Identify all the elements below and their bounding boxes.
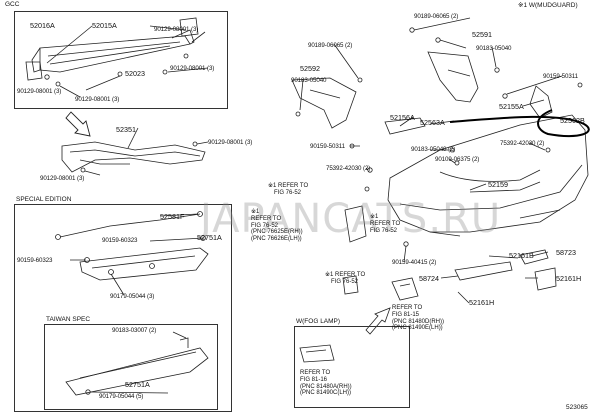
part-52016A[interactable]: 52016A (30, 21, 55, 30)
fastener-f17[interactable]: 90159-50311 (310, 143, 345, 150)
fastener-f5[interactable]: 90129-08001 (3) (208, 139, 253, 146)
part-52591[interactable]: 52591 (472, 30, 492, 39)
part-52156A[interactable]: 52156A (390, 113, 415, 122)
fastener-f18[interactable]: 90183-05040 (2) (411, 146, 456, 153)
footnote-mark: ※1 W(MUDGUARD) (518, 2, 578, 9)
fastener-f10[interactable]: 90183-03007 (2) (112, 327, 157, 334)
section-taiwan-spec-label: TAIWAN SPEC (46, 316, 91, 323)
fastener-f16[interactable]: 90159-50311 (543, 73, 578, 80)
section-special-edition-label: SPECIAL EDITION (16, 196, 72, 203)
part-52161H[interactable]: 52161H (556, 274, 582, 283)
part-52751A-taiwan[interactable]: 52751A (125, 380, 150, 389)
part-52161B[interactable]: 52161B (509, 251, 534, 260)
special-edition-box (14, 204, 232, 412)
fastener-f21[interactable]: 75392-42030 (2) (326, 165, 371, 172)
part-52161H-lower[interactable]: 52161H (469, 298, 495, 307)
part-52562B[interactable]: 52562B (560, 116, 585, 125)
gcc-box (14, 11, 228, 109)
part-58723[interactable]: 58723 (556, 248, 576, 257)
fastener-f9[interactable]: 90179-05044 (3) (110, 293, 155, 300)
part-52159[interactable]: 52159 (488, 180, 508, 189)
marker-highlight (449, 109, 590, 138)
fastener-f1[interactable]: 90129-08001 (3) (154, 26, 199, 33)
fastener-f8[interactable]: 90159-60323 (17, 257, 53, 264)
fastener-f2[interactable]: 90129-08001 (3) (170, 65, 215, 72)
fastener-f20[interactable]: 90109-06375 (2) (435, 156, 480, 163)
fastener-f3[interactable]: 90129-08001 (3) (17, 88, 62, 95)
fastener-f19[interactable]: 75392-42030 (2) (500, 140, 545, 147)
taiwan-spec-box (44, 324, 218, 410)
fastener-f22[interactable]: 90159-40415 (2) (392, 259, 437, 266)
fastener-f12[interactable]: 90189-06065 (2) (414, 13, 459, 20)
part-52023[interactable]: 52023 (125, 69, 145, 78)
fastener-f4[interactable]: 90129-08001 (3) (75, 96, 120, 103)
part-52015A[interactable]: 52015A (92, 21, 117, 30)
fastener-f14[interactable]: 90189-06065 (2) (308, 42, 353, 49)
fastener-f7[interactable]: 90159-60323 (102, 237, 138, 244)
part-52751A-special[interactable]: 52751A (197, 233, 222, 242)
fastener-f13[interactable]: 90183-05040 (476, 45, 512, 52)
fastener-f11[interactable]: 90179-05044 (5) (99, 393, 144, 400)
part-52155A[interactable]: 52155A (499, 102, 524, 111)
fastener-f15[interactable]: 90183-05040 (291, 77, 327, 84)
watermark: JAPANCATS.RU (200, 196, 502, 242)
fog-lamp-box (294, 326, 410, 408)
part-52581F[interactable]: 52581F (160, 212, 185, 221)
part-52351[interactable]: 52351 (116, 125, 136, 134)
section-fog-lamp-label: W(FOG LAMP) (296, 318, 341, 325)
fastener-f6[interactable]: 90129-08001 (3) (40, 175, 85, 182)
part-58724[interactable]: 58724 (419, 274, 439, 283)
part-52563A[interactable]: 52563A (420, 118, 445, 127)
part-52592[interactable]: 52592 (300, 64, 320, 73)
section-gcc-label: GCC (5, 1, 20, 8)
diagram-id: 523065 (566, 404, 588, 411)
